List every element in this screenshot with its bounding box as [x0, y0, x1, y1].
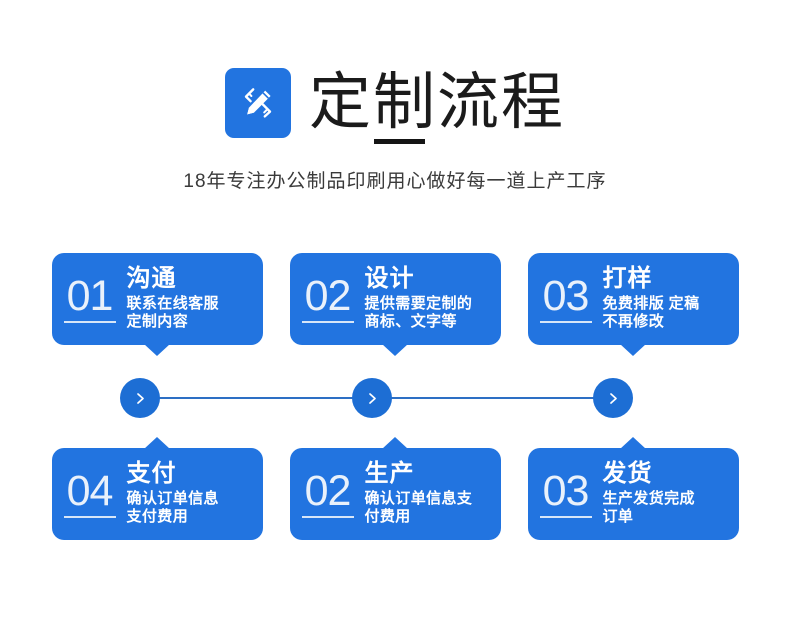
step-description: 生产发货完成 订单 — [603, 490, 695, 527]
step-number-group: 04 — [63, 467, 116, 518]
step-text-group: 发货 生产发货完成 订单 — [603, 461, 695, 527]
step-number-rule — [63, 516, 116, 518]
step-number: 04 — [66, 467, 114, 515]
card-notch — [620, 437, 646, 449]
step-card[interactable]: 03 打样 免费排版 定稿 不再修改 — [527, 253, 739, 356]
card-notch — [620, 344, 646, 356]
step-description-line: 商标、文字等 — [364, 313, 457, 331]
step-description: 确认订单信息支 付费用 — [365, 490, 473, 527]
step-number-group: 02 — [301, 467, 354, 518]
step-title: 打样 — [602, 265, 653, 293]
step-number-group: 03 — [539, 272, 592, 323]
step-connector — [0, 378, 790, 418]
step-description-line: 支付费用 — [126, 508, 189, 526]
step-number-rule — [301, 516, 354, 518]
steps-row-top: 01 沟通 联系在线客服 定制内容 02 设计 提供需要定制的 商标、文字等 — [0, 253, 790, 356]
step-number-group: 03 — [539, 467, 592, 518]
step-title: 发货 — [602, 460, 653, 488]
card-notch — [382, 437, 408, 449]
step-number-group: 01 — [63, 272, 116, 323]
card-notch — [382, 344, 408, 356]
step-description: 确认订单信息 支付费用 — [127, 490, 219, 527]
step-description-line: 定制内容 — [126, 313, 189, 331]
step-description: 提供需要定制的 商标、文字等 — [365, 295, 473, 332]
page-subtitle: 18年专注办公制品印刷用心做好每一道上产工序 — [183, 171, 607, 192]
chevron-right-icon — [606, 391, 621, 406]
step-title: 设计 — [364, 265, 415, 293]
step-title: 支付 — [126, 460, 177, 488]
connector-marker — [120, 378, 160, 418]
step-text-group: 打样 免费排版 定稿 不再修改 — [603, 266, 700, 332]
step-description-line: 生产发货完成 — [602, 490, 695, 508]
step-description-line: 免费排版 定稿 — [602, 295, 700, 313]
step-number-rule — [301, 321, 354, 323]
card-notch — [144, 344, 170, 356]
step-text-group: 设计 提供需要定制的 商标、文字等 — [365, 266, 473, 332]
step-text-group: 沟通 联系在线客服 定制内容 — [127, 266, 219, 332]
step-number: 01 — [66, 272, 114, 320]
step-description-line: 确认订单信息 — [126, 490, 219, 508]
page-title: 定制流程 — [308, 68, 565, 137]
step-card[interactable]: 04 支付 确认订单信息 支付费用 — [51, 437, 263, 540]
page-header: 定制流程 — [0, 58, 790, 148]
step-description-line: 付费用 — [364, 508, 411, 526]
step-card[interactable]: 02 设计 提供需要定制的 商标、文字等 — [289, 253, 501, 356]
step-number-rule — [539, 516, 592, 518]
step-text-group: 生产 确认订单信息支 付费用 — [365, 461, 473, 527]
step-description: 免费排版 定稿 不再修改 — [603, 295, 700, 332]
step-card[interactable]: 01 沟通 联系在线客服 定制内容 — [51, 253, 263, 356]
step-number: 03 — [542, 467, 590, 515]
chevron-right-icon — [365, 391, 380, 406]
step-number: 03 — [542, 272, 590, 320]
step-text-group: 支付 确认订单信息 支付费用 — [127, 461, 219, 527]
title-underline-bar — [374, 139, 425, 144]
step-description-line: 不再修改 — [602, 313, 665, 331]
chevron-right-icon — [133, 391, 148, 406]
step-description-line: 提供需要定制的 — [364, 295, 473, 313]
connector-marker — [352, 378, 392, 418]
pencil-ruler-icon — [224, 68, 291, 138]
step-number-rule — [539, 321, 592, 323]
step-number: 02 — [304, 272, 352, 320]
connector-marker — [593, 378, 633, 418]
step-description-line: 订单 — [602, 508, 634, 526]
step-number-rule — [63, 321, 116, 323]
step-description: 联系在线客服 定制内容 — [127, 295, 219, 332]
step-number-group: 02 — [301, 272, 354, 323]
step-card[interactable]: 02 生产 确认订单信息支 付费用 — [289, 437, 501, 540]
step-description-line: 确认订单信息支 — [364, 490, 473, 508]
steps-row-bottom: 04 支付 确认订单信息 支付费用 02 生产 确认订单信息支 付费用 03 — [0, 437, 790, 548]
step-number: 02 — [304, 467, 352, 515]
step-description-line: 联系在线客服 — [126, 295, 219, 313]
step-card[interactable]: 03 发货 生产发货完成 订单 — [527, 437, 739, 540]
step-title: 沟通 — [126, 265, 177, 293]
step-title: 生产 — [364, 460, 415, 488]
card-notch — [144, 437, 170, 449]
